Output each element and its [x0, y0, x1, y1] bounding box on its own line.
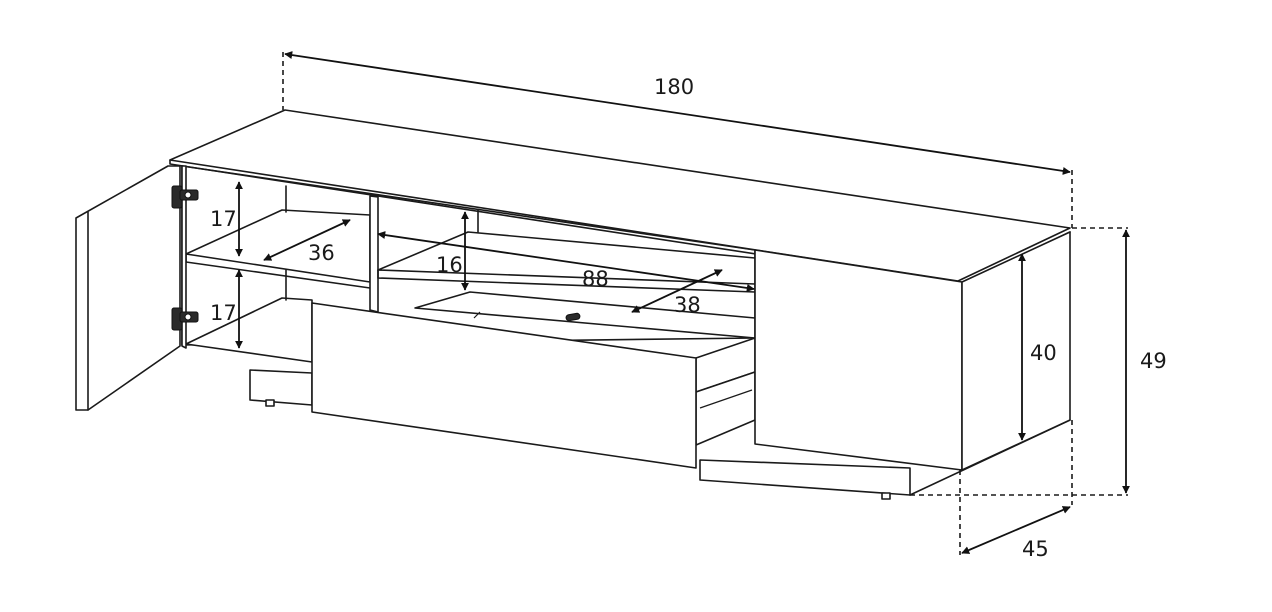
- label-width-total: 180: [654, 75, 694, 99]
- foot-left: [265, 399, 275, 407]
- label-shelf-upper-height: 17: [210, 207, 237, 231]
- left-depth-arrow: [263, 219, 351, 261]
- base-plinth-right: [699, 459, 911, 496]
- dimension-lines: [235, 51, 1130, 555]
- right-door: [754, 249, 963, 471]
- left-door: [75, 165, 181, 411]
- label-depth-total: 45: [1022, 537, 1049, 561]
- drawer-clip: [473, 311, 481, 319]
- base-plinth-left: [249, 369, 313, 406]
- label-right-inner-height: 40: [1030, 341, 1057, 365]
- hinge-lower: [171, 307, 199, 331]
- width-dimension-arrow: [284, 51, 1071, 175]
- label-middle-upper-height: 16: [436, 253, 463, 277]
- foot-right: [881, 492, 891, 500]
- left-side-panel: [181, 165, 187, 349]
- center-divider: [369, 195, 379, 313]
- cable-grommet: [565, 312, 581, 322]
- left-lower-shelf: [185, 297, 313, 363]
- middle-depth-arrow: [631, 269, 723, 313]
- dimension-labels: 180 49 45 40 17 17 36 16 88 38: [210, 75, 1167, 561]
- right-side-panel: [961, 231, 1071, 471]
- label-middle-depth: 38: [674, 293, 701, 317]
- depth-dimension-arrow: [961, 506, 1071, 554]
- label-shelf-lower-height: 17: [210, 301, 237, 325]
- label-left-shelf-depth: 36: [308, 241, 335, 265]
- label-height-total: 49: [1140, 349, 1167, 373]
- drawer-front: [311, 302, 697, 469]
- drawer-runner: [699, 389, 753, 409]
- label-middle-width: 88: [582, 267, 609, 291]
- hinge-upper: [171, 185, 199, 209]
- cabinet-body: [75, 109, 1071, 500]
